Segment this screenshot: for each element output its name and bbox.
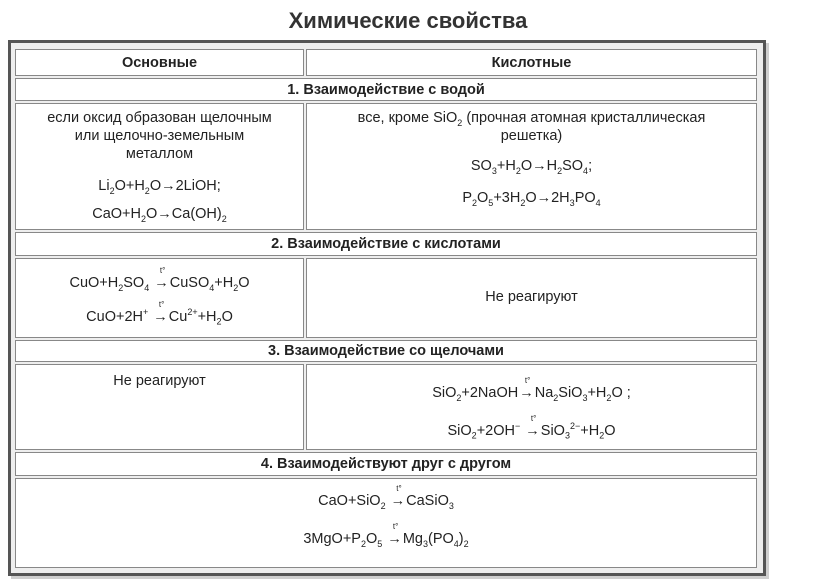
section-2-heading: 2. Взаимодействие с кислотами — [15, 232, 757, 256]
no-reaction-text: Не реагируют — [485, 289, 578, 305]
section-2-basic-cell: CuO+H2SO4 →t°CuSO4+H2O CuO+2H+ →t°Cu2++H… — [15, 258, 304, 338]
no-reaction-text: Не реагируют — [113, 373, 206, 389]
equation-cao-sio2: CaO+SiO2 →t°CaSiO3 — [318, 484, 454, 511]
section-2-acidic-cell: Не реагируют — [306, 258, 757, 338]
equation-sio2-oh: SiO2+2OH− →t°SiO32−+H2O — [447, 413, 616, 441]
equation-li2o-water: Li2O+H2O→2LiOH; — [98, 178, 221, 196]
section-4-cell: CaO+SiO2 →t°CaSiO3 3MgO+P2O5 →t°Mg3(PO4)… — [15, 478, 757, 568]
section-1-acidic-text-line: все, кроме SiO2 (прочная атомная кристал… — [357, 110, 706, 128]
section-4-heading: 4. Взаимодействуют друг с другом — [15, 452, 757, 476]
column-header-acidic: Кислотные — [306, 49, 757, 76]
equation-sio2-naoh: SiO2+2NaOH→t°Na2SiO3+H2O ; — [432, 376, 631, 403]
section-1-basic-cell: если оксид образован щелочным или щелочн… — [15, 103, 304, 230]
section-1-heading: 1. Взаимодействие с водой — [15, 78, 757, 101]
equation-cuo-hplus: CuO+2H+ →t°Cu2++H2O — [86, 299, 233, 327]
section-3-heading: 3. Взаимодействие со щелочами — [15, 340, 757, 362]
equation-cuo-h2so4: CuO+H2SO4 →t°CuSO4+H2O — [69, 266, 250, 293]
section-1-basic-text-line: или щелочно-земельным — [74, 128, 245, 144]
page-title: Химические свойства — [288, 8, 528, 33]
equation-p2o5-water: P2O5+3H2O→2H3PO4 — [462, 190, 601, 208]
section-1-acidic-cell: все, кроме SiO2 (прочная атомная кристал… — [306, 103, 757, 230]
equation-cao-water: CaO+H2O→Ca(OH)2 — [92, 206, 227, 224]
section-3-basic-cell: Не реагируют — [15, 364, 304, 450]
equation-so3-water: SO3+H2O→H2SO4; — [470, 158, 593, 176]
section-1-acidic-text-line: решетка) — [500, 128, 563, 144]
properties-table: Основные Кислотные 1. Взаимодействие с в… — [8, 40, 766, 576]
equation-mgo-p2o5: 3MgO+P2O5 →t°Mg3(PO4)2 — [303, 522, 469, 549]
section-1-basic-text-line: если оксид образован щелочным — [47, 110, 272, 126]
section-3-acidic-cell: SiO2+2NaOH→t°Na2SiO3+H2O ; SiO2+2OH− →t°… — [306, 364, 757, 450]
column-header-basic: Основные — [15, 49, 304, 76]
section-1-basic-text-line: металлом — [125, 146, 194, 162]
